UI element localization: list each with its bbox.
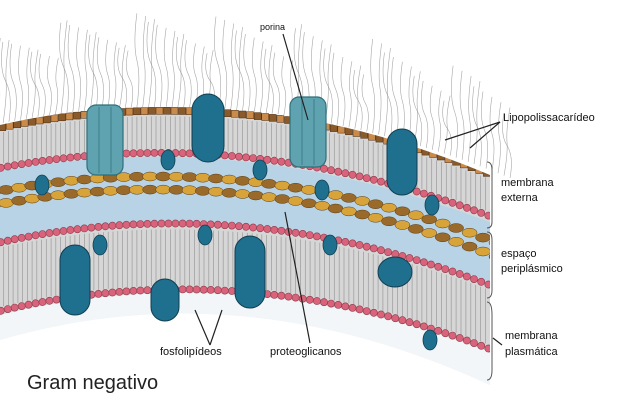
porin-label: porina	[260, 22, 285, 32]
diagram-title: Gram negativo	[27, 372, 158, 395]
outer-protein-2	[387, 129, 417, 195]
periplasm-label-2: periplásmico	[501, 263, 563, 276]
plasma-membrane-label-1: membrana	[505, 330, 558, 343]
plasma-protein-3	[151, 279, 179, 321]
small-protein-8	[323, 235, 337, 255]
lps-label: Lipopolissacarídeo	[503, 112, 595, 125]
peptidoglycan-label: proteoglicanos	[270, 346, 342, 359]
outer-membrane-label-1: membrana	[501, 177, 554, 190]
porin-left	[87, 105, 123, 175]
plasma-protein-1	[60, 245, 90, 315]
outer-membrane-label-2: externa	[501, 192, 538, 205]
plasma-membrane-label-2: plasmática	[505, 346, 558, 359]
small-protein-9	[423, 330, 437, 350]
small-protein-3	[253, 160, 267, 180]
small-protein-4	[315, 180, 329, 200]
small-protein-5	[425, 195, 439, 215]
small-protein-1	[35, 175, 49, 195]
phospholipids-label: fosfolipídeos	[160, 346, 222, 359]
periplasm-label-1: espaço	[501, 248, 536, 261]
small-protein-7	[198, 225, 212, 245]
outer-protein-1	[192, 94, 224, 162]
small-protein-6	[93, 235, 107, 255]
plasma-protein-4	[378, 257, 412, 287]
porin-center	[290, 97, 326, 167]
plasma-protein-2	[235, 236, 265, 308]
small-protein-2	[161, 150, 175, 170]
